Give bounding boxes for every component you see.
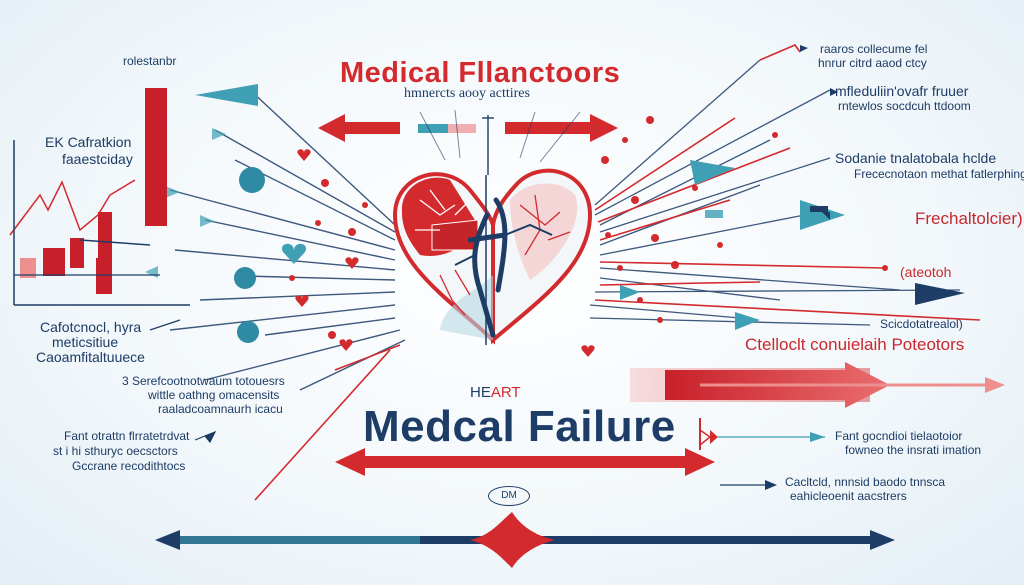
left-block3-line2: wittle oathng omacensits [148, 388, 280, 402]
right-dots [601, 116, 888, 323]
heart-label-prefix: HE [470, 384, 491, 401]
right-label-2b: rntewlos socdcuh ttdoom [838, 99, 971, 113]
left-circle-icons [234, 167, 265, 343]
right-label-3a: Sodanie tnalatobala hclde [835, 150, 997, 166]
right-navy-arrowheads [800, 45, 965, 305]
right-label-5: (ateotoh [900, 264, 952, 280]
right-label-6: Scicdotatrealol) [880, 317, 963, 331]
right-label-9b: eahicleoenit aacstrers [790, 489, 907, 503]
right-label-7: Ctelloclt conuielaih Poteotors [745, 335, 965, 354]
dm-badge: DM [488, 486, 530, 506]
right-label-2a: mfleduliin'ovafr fruuer [835, 83, 969, 99]
upper-rays [419, 109, 581, 163]
left-block2-line3: Caoamfitaltuuece [36, 349, 145, 365]
lower-middle-arrow [335, 448, 715, 476]
lower-right-small-arrows [699, 418, 825, 490]
left-radiating-lines [169, 89, 406, 391]
left-block3-line1: 3 Serefcootnotwaum totouesrs [122, 374, 285, 388]
central-heart [392, 168, 593, 345]
right-connector-marks [699, 429, 712, 446]
left-label-top: rolestanbr [123, 54, 177, 68]
right-label-1b: hnrur citrd aaod ctcy [818, 56, 927, 70]
right-label-3b: Frececnotaon methat fatlerphing [854, 167, 1024, 181]
right-label-1a: raaros collecume fel [820, 42, 928, 56]
main-title: Medcal Failure [363, 402, 676, 451]
right-label-4: Frechaltolcier) [915, 209, 1023, 228]
heart-label-suffix: ART [490, 384, 521, 401]
lower-right-arrow [630, 362, 1005, 408]
diagram-title: Medical Fllanctoors [340, 57, 621, 89]
top-arrows [318, 114, 618, 175]
right-label-9a: Cacltcld, nnnsid baodo tnnsca [785, 475, 946, 489]
left-dots [289, 179, 368, 339]
left-block3-line3: raaladcoamnaurh icacu [158, 402, 283, 416]
teal-heart-left [281, 243, 307, 264]
left-red-lines [254, 344, 401, 501]
left-block2-line1: Cafotcnocl, hyra [40, 319, 142, 335]
left-lower-connectors [149, 319, 217, 444]
diagram-subtitle: hmnercts aooy acttires [404, 86, 530, 101]
left-block4-line3: Gccrane recodithtocs [72, 459, 186, 473]
left-label-calc-2: faaestciday [62, 151, 133, 167]
bottom-timeline [155, 512, 895, 568]
left-mini-chart [9, 88, 190, 306]
left-small-hearts [295, 149, 595, 357]
right-red-lines [594, 44, 981, 321]
heart-small-label: HEART [470, 385, 521, 401]
right-label-8b: fowneo the insrati imation [845, 443, 982, 457]
left-block2-line2: meticsitiue [52, 334, 119, 350]
left-block4-line2: st i hi sthuryc oecsctors [53, 444, 178, 458]
left-label-calc-1: EK Cafratkion [45, 134, 132, 150]
left-block4-line1: Fant otrattn flrratetrdvat [64, 429, 190, 443]
right-label-8a: Fant gocndioi tielaotoior [835, 429, 963, 443]
